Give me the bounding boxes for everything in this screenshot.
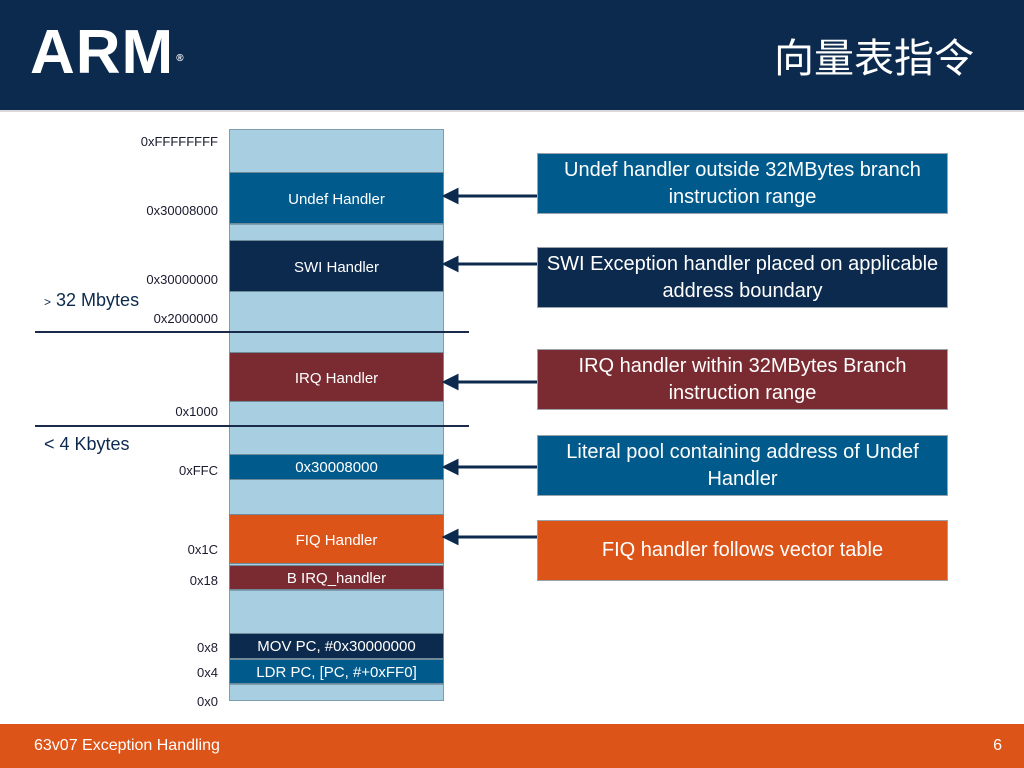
registered-mark: ® (176, 53, 185, 64)
literal-pool-block: 0x30008000 (229, 454, 444, 480)
b-irq-handler-block: B IRQ_handler (229, 565, 444, 590)
address-label: 0x2000000 (153, 311, 218, 326)
range-separator (35, 425, 469, 427)
arrow-head-icon (441, 373, 459, 391)
size-label-32mbytes: > 32 Mbytes (44, 290, 139, 311)
size-label-text: 32 Mbytes (56, 290, 140, 310)
address-label: 0x1000 (175, 404, 218, 419)
page-number: 6 (993, 737, 1002, 754)
arrow-head-icon (441, 458, 459, 476)
arrow-head-icon (441, 255, 459, 273)
memory-divider (229, 224, 444, 225)
mov-pc-block: MOV PC, #0x30000000 (229, 633, 444, 659)
swi-handler-block: SWI Handler (229, 240, 444, 292)
header-bar: ARM® 向量表指令 (0, 0, 1024, 110)
footer-course-code: 63v07 Exception Handling (34, 737, 220, 754)
address-label: 0xFFC (179, 463, 218, 478)
range-separator (35, 331, 469, 333)
header-divider (0, 110, 1024, 112)
address-label: 0x4 (197, 665, 218, 680)
address-label: 0x30000000 (146, 272, 218, 287)
arm-logo: ARM® (30, 22, 185, 84)
callout-literal-pool: Literal pool containing address of Undef… (537, 435, 948, 496)
footer-bar: 63v07 Exception Handling 6 (0, 724, 1024, 768)
slide-title: 向量表指令 (774, 36, 974, 82)
irq-handler-block: IRQ Handler (229, 352, 444, 402)
callout-swi: SWI Exception handler placed on applicab… (537, 247, 948, 308)
arrow-head-icon (441, 187, 459, 205)
logo-text: ARM (30, 18, 175, 87)
address-label: 0x30008000 (146, 203, 218, 218)
ldr-pc-block: LDR PC, [PC, #+0xFF0] (229, 659, 444, 684)
memory-divider (229, 590, 444, 591)
callout-fiq: FIQ handler follows vector table (537, 520, 948, 581)
undef-handler-block: Undef Handler (229, 172, 444, 224)
greater-than-symbol: > (44, 295, 52, 309)
size-label-4kbytes: < 4 Kbytes (44, 434, 130, 454)
address-label: 0x1C (187, 542, 218, 557)
address-label: 0x8 (197, 640, 218, 655)
address-label: 0x0 (197, 694, 218, 709)
fiq-handler-block: FIQ Handler (229, 514, 444, 564)
address-label: 0x18 (189, 573, 218, 588)
memory-divider (229, 426, 444, 427)
memory-divider (229, 684, 444, 685)
arrow-head-icon (441, 528, 459, 546)
callout-undef: Undef handler outside 32MBytes branch in… (537, 153, 948, 214)
address-label: 0xFFFFFFFF (140, 134, 218, 149)
callout-irq: IRQ handler within 32MBytes Branch instr… (537, 349, 948, 410)
